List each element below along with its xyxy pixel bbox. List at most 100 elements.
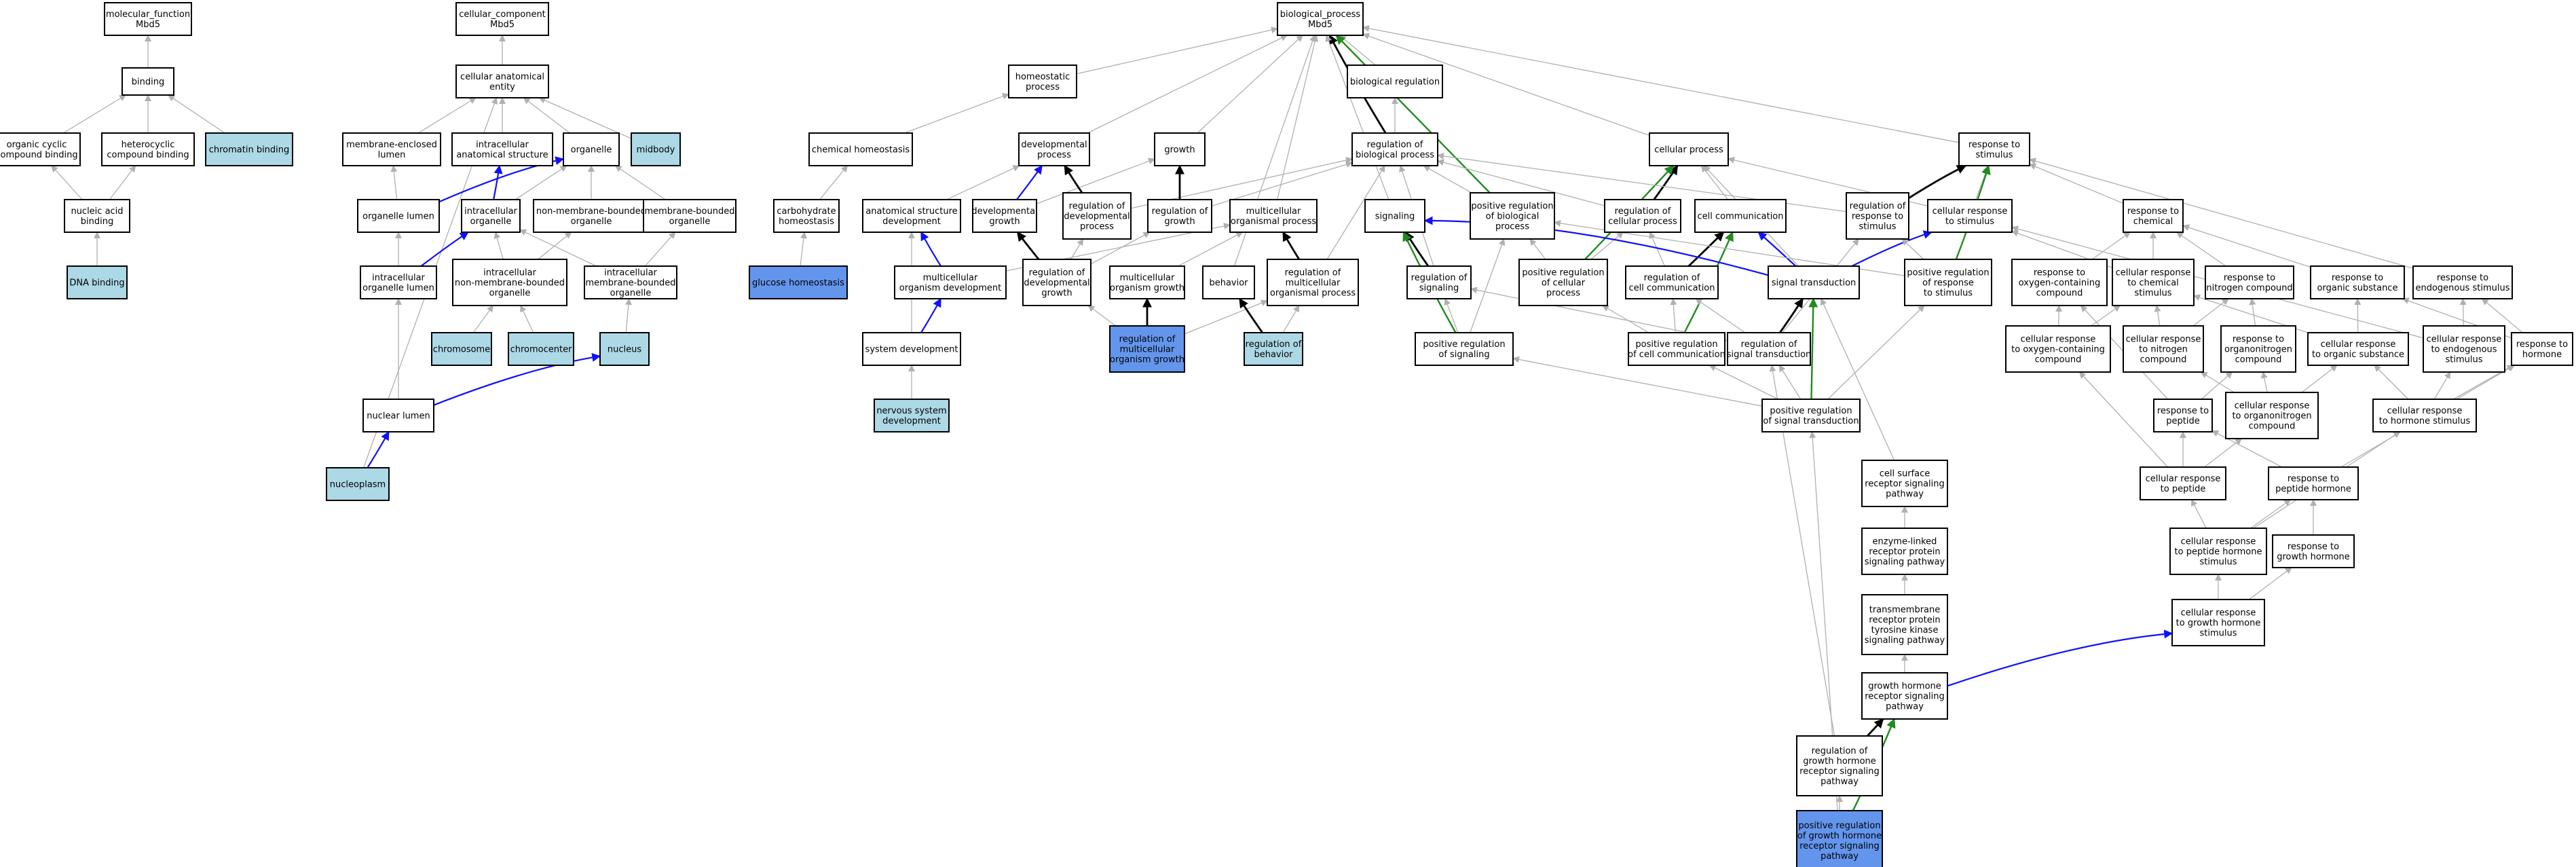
node-box (1927, 199, 2013, 233)
go-term-node[interactable]: binding (122, 67, 174, 96)
go-term-node[interactable]: chemical homeostasis (808, 132, 913, 166)
go-term-node[interactable]: chromocenter (508, 332, 574, 366)
go-term-node[interactable]: biological regulation (1347, 64, 1443, 98)
node-box (452, 259, 567, 306)
go-term-node[interactable]: behavior (1202, 265, 1255, 299)
node-label: organelle (571, 217, 612, 227)
go-term-node[interactable]: signaling (1364, 199, 1425, 233)
go-term-node[interactable]: DNA binding (67, 265, 128, 299)
node-label: organic cyclic (7, 140, 67, 150)
go-term-node[interactable]: growth (1154, 132, 1206, 166)
go-term-node[interactable]: midbody (631, 132, 681, 166)
go-term-node[interactable]: nucleoplasm (326, 467, 390, 501)
go-term-node[interactable]: signal transduction (1768, 265, 1860, 299)
edge-isa (1087, 35, 1288, 134)
node-label: of signal transduction (1763, 416, 1859, 426)
go-term-node[interactable]: cellular process (1649, 132, 1729, 166)
go-term-node[interactable]: cell communication (1694, 199, 1787, 233)
go-term-node[interactable]: nucleus (599, 332, 650, 366)
go-term-node[interactable]: intracellularnon-membrane-boundedorganel… (452, 259, 567, 306)
node-label: nucleoplasm (330, 480, 386, 490)
go-term-node[interactable]: organelle (563, 132, 620, 166)
go-term-node[interactable]: glucose homeostasis (749, 265, 848, 299)
go-term-node[interactable]: system development (862, 332, 961, 366)
go-term-node[interactable]: chromatin binding (205, 132, 293, 166)
edge-isa (2481, 298, 2523, 333)
node-label: cellular response (2321, 339, 2396, 350)
go-term-node[interactable]: chromosome (431, 332, 492, 366)
go-term-node[interactable]: nuclear lumen (362, 399, 434, 432)
go-term-node[interactable]: organelle lumen (357, 199, 440, 233)
